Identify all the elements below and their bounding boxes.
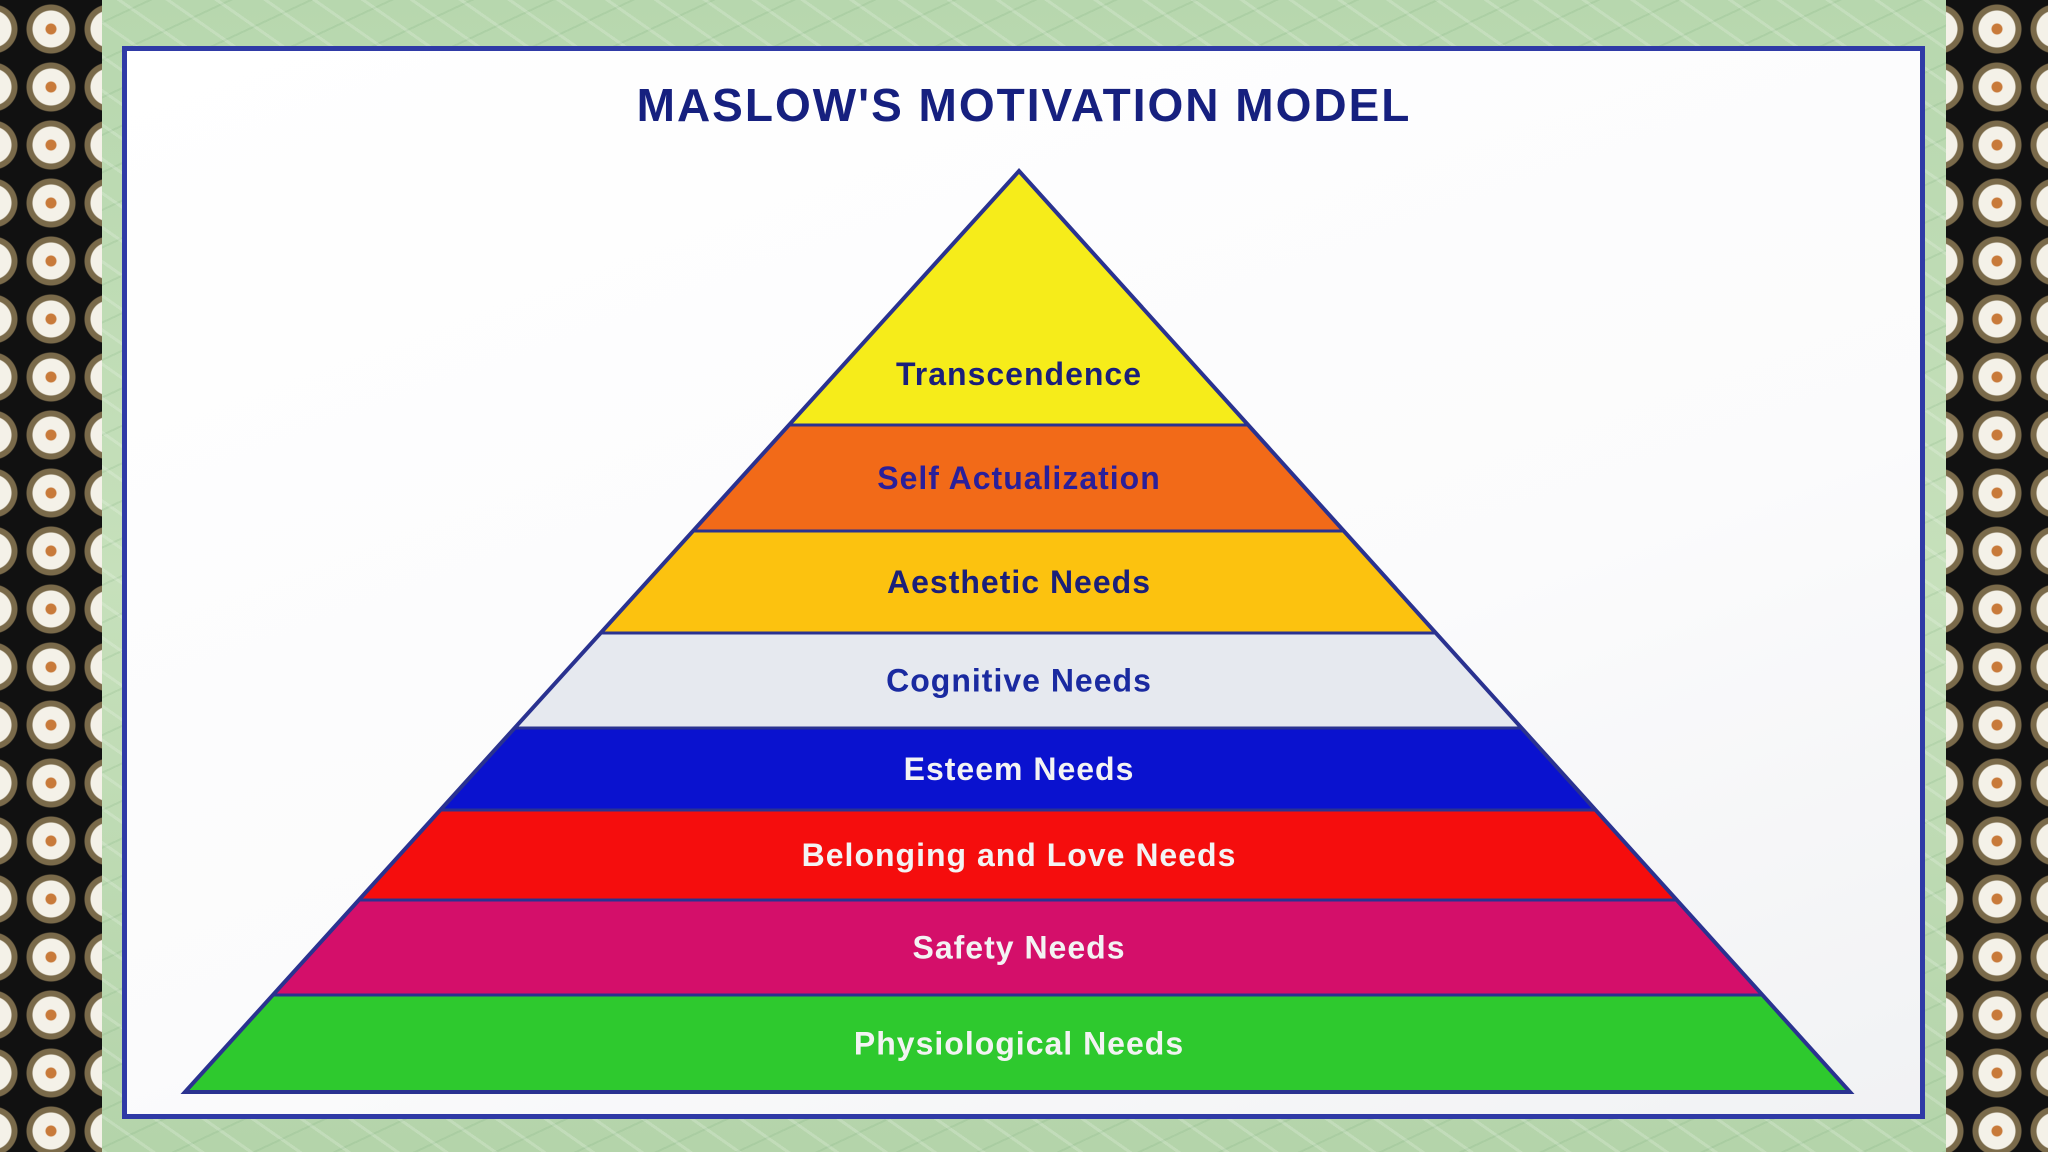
tier-label-esteem-needs: Esteem Needs: [904, 751, 1135, 787]
decorative-border-right: [1946, 0, 2048, 1152]
tier-label-transcendence: Transcendence: [896, 356, 1142, 392]
pyramid-outline: [180, 168, 1855, 1094]
decorative-border-left: [0, 0, 102, 1152]
slide-title: MASLOW'S MOTIVATION MODEL: [636, 79, 1412, 131]
tier-label-physiological-needs: Physiological Needs: [854, 1026, 1184, 1062]
tier-label-cognitive-needs: Cognitive Needs: [886, 663, 1152, 699]
tier-label-safety-needs: Safety Needs: [913, 930, 1126, 966]
tier-label-aesthetic-needs: Aesthetic Needs: [887, 564, 1151, 600]
tier-label-belonging-love-needs: Belonging and Love Needs: [802, 837, 1237, 873]
tier-label-self-actualization: Self Actualization: [877, 460, 1161, 496]
